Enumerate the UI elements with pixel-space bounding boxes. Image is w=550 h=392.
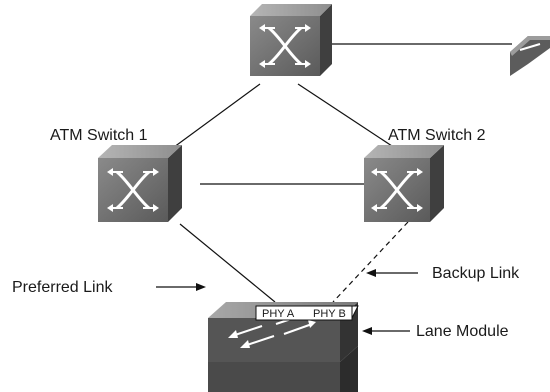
lane-module-base bbox=[208, 362, 340, 392]
atm-switch-1 bbox=[98, 145, 182, 222]
switch-right-partial bbox=[510, 36, 550, 76]
preferred-link-arrow-icon bbox=[156, 283, 206, 291]
atm-switch-2-label: ATM Switch 2 bbox=[388, 127, 486, 144]
backup-link-line bbox=[332, 221, 409, 303]
lane-module-front bbox=[208, 318, 340, 362]
switch-top bbox=[250, 4, 332, 76]
atm-switch-2-side bbox=[430, 145, 444, 222]
backup-link-label: Backup Link bbox=[432, 265, 520, 282]
preferred-link-label: Preferred Link bbox=[12, 279, 113, 296]
link-top-to-sw2 bbox=[297, 83, 399, 151]
lane-module-arrow-icon bbox=[362, 327, 410, 335]
atm-switch-1-side bbox=[168, 145, 182, 222]
switch-top-top bbox=[250, 4, 332, 16]
backup-link-arrow-icon bbox=[366, 269, 418, 277]
atm-switch-2-top bbox=[364, 145, 444, 158]
lane-module-label: Lane Module bbox=[416, 323, 509, 340]
atm-switch-1-label: ATM Switch 1 bbox=[50, 127, 148, 144]
connections bbox=[169, 43, 512, 303]
lane-module: PHY A PHY B bbox=[208, 302, 359, 392]
atm-switch-1-top bbox=[98, 145, 182, 158]
phy-b-label: PHY B bbox=[313, 308, 346, 320]
atm-switch-2 bbox=[364, 145, 444, 222]
phy-a-label: PHY A bbox=[262, 308, 295, 320]
link-top-to-sw1 bbox=[169, 83, 261, 151]
preferred-link-line bbox=[179, 223, 276, 303]
switch-top-side bbox=[320, 4, 332, 76]
